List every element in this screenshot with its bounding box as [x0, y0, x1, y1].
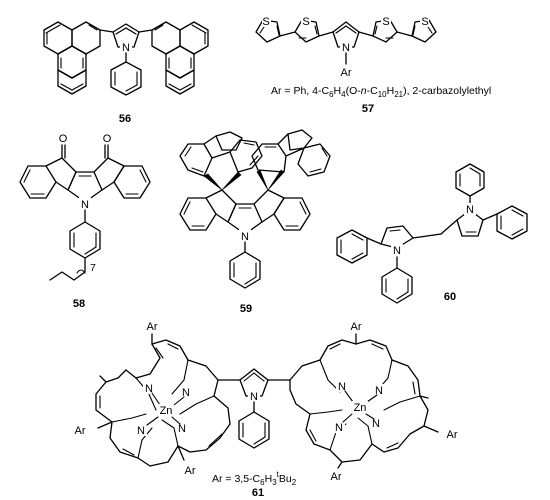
- atom-O-58a: O: [59, 133, 68, 145]
- atom-O-58b: O: [103, 133, 112, 145]
- atom-Ar-61d: Ar: [351, 321, 362, 333]
- atom-N-61d: N: [178, 423, 186, 435]
- note-57: Ar = Ph, 4-C6H4(O-n-C10H21), 2-carbazoly…: [271, 85, 491, 99]
- atom-Zn-61b: Zn: [354, 402, 367, 414]
- atom-N-60b: N: [393, 245, 401, 257]
- atom-N-61-bridge: N: [250, 391, 258, 403]
- atom-N-60a: N: [466, 204, 474, 216]
- atom-Zn-61a: Zn: [160, 405, 173, 417]
- compound-57: S S N Ar S S Ar = Ph, 4-C6H4(O-n-C10H21)…: [255, 15, 491, 115]
- atom-Ar-61f: Ar: [331, 471, 342, 483]
- atom-Ar-61e: Ar: [447, 429, 458, 441]
- compound-label-57: 57: [362, 103, 374, 115]
- compound-59: N 59: [179, 129, 331, 315]
- compound-56: N 56: [43, 21, 209, 125]
- atom-N-56: N: [122, 42, 130, 54]
- porphyrin-right: N N N N Zn Ar Ar Ar: [289, 321, 458, 483]
- compound-label-56: 56: [119, 113, 131, 125]
- compound-60: N N 60: [336, 163, 528, 304]
- compound-label-61: 61: [252, 487, 264, 499]
- atom-N-61g: N: [335, 422, 343, 434]
- note-61: Ar = 3,5-C6H3tBu2: [212, 470, 297, 487]
- atom-N-59: N: [241, 231, 249, 243]
- chain-count-58: 7: [90, 262, 96, 274]
- atom-S-57a: S: [262, 16, 269, 28]
- bridging-pyrrole-61: N: [217, 368, 291, 449]
- atom-N-61f: N: [375, 385, 383, 397]
- atom-N-61b: N: [182, 387, 190, 399]
- atom-N-61a: N: [145, 383, 153, 395]
- compound-label-59: 59: [240, 303, 252, 315]
- atom-S-57d: S: [421, 16, 428, 28]
- atom-Ar-61b: Ar: [75, 425, 86, 437]
- atom-N-57: N: [342, 42, 350, 54]
- atom-N-61e: N: [338, 381, 346, 393]
- atom-S-57b: S: [302, 16, 309, 28]
- compound-58: O N O 7 58: [19, 133, 151, 310]
- compound-label-60: 60: [444, 291, 456, 303]
- atom-S-57c: S: [382, 16, 389, 28]
- atom-Ar-57: Ar: [341, 67, 352, 79]
- atom-N-61c: N: [137, 425, 145, 437]
- atom-N-61h: N: [372, 418, 380, 430]
- compound-label-58: 58: [73, 298, 85, 310]
- porphyrin-left: N N N N Zn Ar Ar Ar: [75, 321, 231, 477]
- atom-N-58: N: [81, 199, 89, 211]
- atom-Ar-61a: Ar: [147, 321, 158, 333]
- atom-Ar-61c: Ar: [185, 465, 196, 477]
- compound-61: N N N N Zn Ar Ar Ar: [75, 321, 458, 499]
